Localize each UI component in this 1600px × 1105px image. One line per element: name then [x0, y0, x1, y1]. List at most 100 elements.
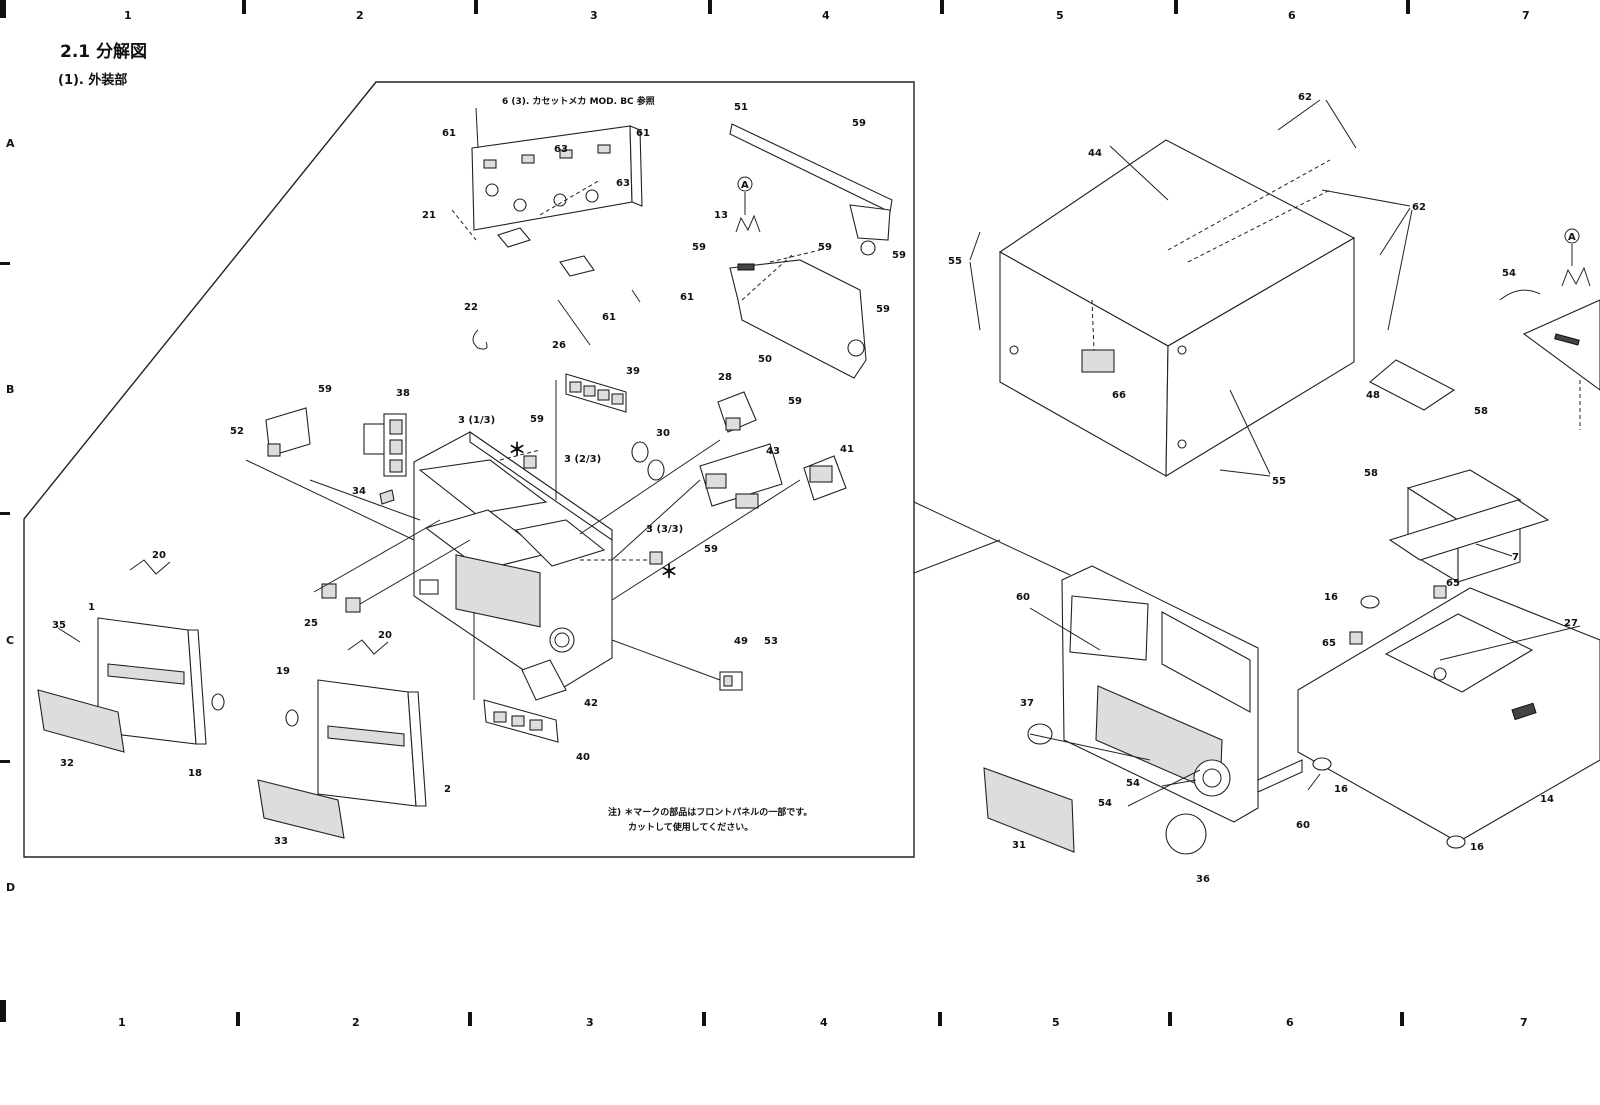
- part-label: 58: [1364, 468, 1378, 479]
- part-label: 38: [396, 388, 410, 399]
- button-strip-40: [483, 699, 559, 743]
- part-label: 58: [1474, 406, 1488, 417]
- spring-20: [129, 559, 171, 575]
- part-label: 35: [52, 620, 66, 631]
- detail-leader: [913, 539, 1001, 574]
- cassette-ref-note: 6 (3). カセットメカ MOD. BC 参照: [502, 95, 655, 107]
- part-label: 3 (2/3): [564, 454, 601, 465]
- part-label: 63: [554, 144, 568, 155]
- button-strip-39: [565, 373, 627, 413]
- part-label: 54: [1098, 798, 1112, 809]
- col-label: 6: [1288, 9, 1296, 22]
- part-labels: 1 2 3 (1/3) 3 (2/3) 3 (3/3) 7 13 14 16 1…: [52, 92, 1578, 885]
- window-33: [257, 779, 345, 839]
- leader-lines-right: [969, 99, 1581, 807]
- part-label: 62: [1412, 202, 1426, 213]
- part-label: 42: [584, 698, 598, 709]
- part-label: 26: [552, 340, 566, 351]
- col-label: 7: [1520, 1016, 1528, 1029]
- part-label: 59: [692, 242, 706, 253]
- pcb-52: [265, 407, 311, 457]
- part-label: 22: [464, 302, 478, 313]
- col-label: 5: [1056, 9, 1064, 22]
- star-note: カットして使用してください。: [628, 821, 753, 833]
- part-label: 66: [1112, 390, 1126, 401]
- part-label: 16: [1470, 842, 1484, 853]
- foot-66: [1081, 349, 1115, 373]
- col-label: 1: [124, 9, 132, 22]
- hook-22: [472, 329, 488, 350]
- col-label: 2: [356, 9, 364, 22]
- part-42: [521, 659, 567, 701]
- part-label: 1: [88, 602, 95, 613]
- part-label: 51: [734, 102, 748, 113]
- svg-text:A: A: [1568, 232, 1576, 243]
- grid-border: [0, 0, 1410, 1026]
- marker-a-left: A: [735, 176, 761, 233]
- star-mark: ＊: [660, 562, 678, 583]
- part-label: 14: [1540, 794, 1554, 805]
- part-label: 61: [602, 312, 616, 323]
- part-label: 34: [352, 486, 366, 497]
- spring-20: [347, 639, 389, 655]
- part-label: 49: [734, 636, 748, 647]
- part-label: 32: [60, 758, 74, 769]
- foot-16: [1360, 595, 1380, 609]
- window-31: [983, 767, 1075, 853]
- switch-34: [379, 489, 395, 505]
- part-label: 61: [680, 292, 694, 303]
- part-label: 33: [274, 836, 288, 847]
- part-label: 36: [1196, 874, 1210, 885]
- row-label: D: [6, 881, 15, 894]
- part-label: 59: [818, 242, 832, 253]
- part-label: 59: [892, 250, 906, 261]
- col-label: 6: [1286, 1016, 1294, 1029]
- row-label: A: [6, 137, 15, 150]
- part-label: 41: [840, 444, 854, 455]
- front-panel-main: [413, 430, 613, 693]
- leader-lines: [245, 179, 821, 700]
- column-labels-bottom: 1 2 3 4 5 6 7: [118, 1016, 1528, 1029]
- connectors-25: [321, 583, 361, 613]
- part-label: 18: [188, 768, 202, 779]
- part-label: 63: [616, 178, 630, 189]
- part-label: 44: [1088, 148, 1102, 159]
- part-label: 2: [444, 784, 451, 795]
- part-label: 50: [758, 354, 772, 365]
- part-label: 28: [718, 372, 732, 383]
- part-label: 21: [422, 210, 436, 221]
- part-label: 40: [576, 752, 590, 763]
- part-label: 59: [852, 118, 866, 129]
- part-label: 20: [378, 630, 392, 641]
- row-labels: A B C D: [6, 137, 15, 894]
- part-label: 54: [1502, 268, 1516, 279]
- part-label: 54: [1126, 778, 1140, 789]
- pad-65: [1433, 585, 1447, 599]
- motor-38: [363, 413, 407, 477]
- part-label: 43: [766, 446, 780, 457]
- part-label: 60: [1016, 592, 1030, 603]
- part-label: 59: [318, 384, 332, 395]
- part-49: [719, 671, 743, 691]
- part-label: 59: [704, 544, 718, 555]
- part-label: 30: [656, 428, 670, 439]
- cassette-mech-plate: [471, 125, 643, 346]
- col-label: 5: [1052, 1016, 1060, 1029]
- bracket-3-2: [523, 455, 537, 469]
- part-label: 16: [1334, 784, 1348, 795]
- col-label: 3: [590, 9, 598, 22]
- star-note: 注) ＊マークの部品はフロントパネルの一部です。: [608, 806, 812, 818]
- detail-frame: [23, 81, 915, 858]
- part-41: [803, 455, 847, 501]
- column-labels-top: 1 2 3 4 5 6 7: [124, 9, 1530, 22]
- row-label: C: [6, 634, 14, 647]
- part-label: 53: [764, 636, 778, 647]
- part-label: 52: [230, 426, 244, 437]
- col-label: 2: [352, 1016, 360, 1029]
- part-label: 7: [1512, 552, 1519, 563]
- part-label: 37: [1020, 698, 1034, 709]
- part-label: 55: [948, 256, 962, 267]
- part-label: 13: [714, 210, 728, 221]
- chassis-14: [1297, 587, 1600, 843]
